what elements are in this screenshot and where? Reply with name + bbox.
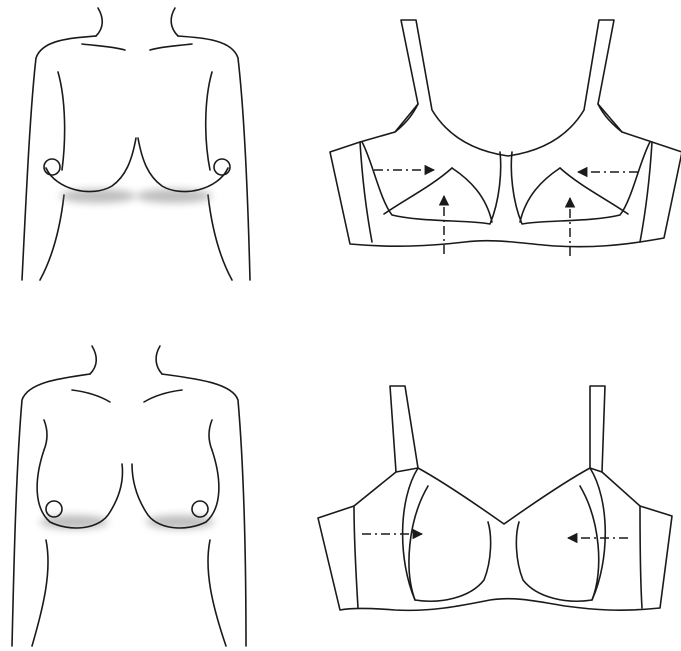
bra-top-body: [330, 20, 681, 247]
neck-right-line: [171, 8, 178, 36]
right-collarbone-2: [144, 390, 182, 402]
left-collarbone: [82, 44, 125, 50]
right-inner-arm-lower-2: [208, 540, 226, 646]
left-inner-arm-upper: [58, 72, 65, 170]
right-inner-arm-upper: [206, 72, 212, 170]
torso-top: [22, 8, 250, 280]
left-inner-arm-lower-2: [32, 540, 48, 646]
bra-bottom: [318, 386, 672, 610]
neck-right-line-2: [156, 346, 162, 374]
right-inner-arm-lower: [208, 195, 232, 280]
right-inner-arm-upper-2: [209, 420, 212, 450]
left-inner-arm-lower: [40, 195, 64, 280]
right-nipple-2: [192, 501, 208, 517]
left-shoulder-arm-2: [12, 374, 90, 646]
bra-top: [330, 20, 681, 256]
right-collarbone: [150, 44, 192, 50]
right-shoulder-arm: [178, 36, 250, 280]
torso-bottom: [12, 346, 246, 646]
left-collarbone-2: [72, 390, 110, 402]
bra-bottom-body: [318, 386, 672, 610]
left-nipple-2: [46, 501, 62, 517]
left-nipple: [44, 159, 60, 175]
neck-left-line-2: [90, 346, 96, 374]
right-nipple: [214, 159, 230, 175]
left-inner-arm-upper-2: [44, 420, 47, 450]
neck-left-line: [96, 8, 102, 36]
right-shoulder-arm-2: [162, 374, 246, 646]
